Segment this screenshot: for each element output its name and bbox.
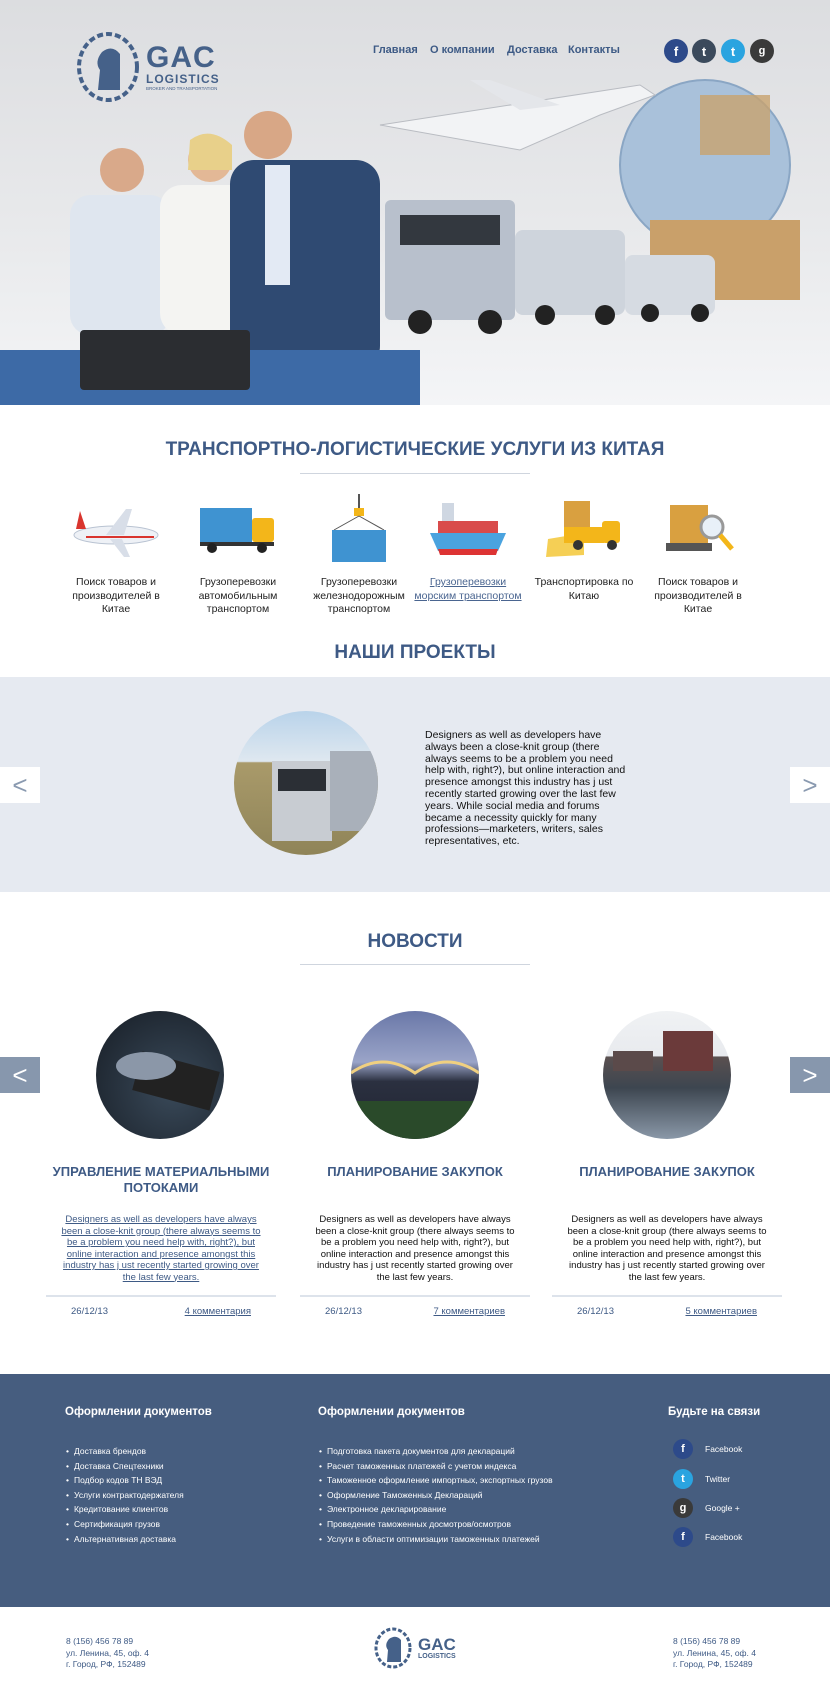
news-item-text: Designers as well as developers have alw… bbox=[315, 1214, 515, 1283]
service-item[interactable]: Грузоперевозки морским транспортом bbox=[409, 498, 527, 603]
projects-title: НАШИ ПРОЕКТЫ bbox=[334, 642, 496, 663]
box-search-icon bbox=[639, 498, 757, 560]
hero-illustration bbox=[0, 79, 800, 405]
service-item[interactable]: Грузоперевозки железнодорожным транспорт… bbox=[300, 494, 418, 617]
contact-info-left: 8 (156) 456 78 89 ул. Ленина, 45, оф. 4 … bbox=[66, 1636, 149, 1669]
footer-link[interactable]: Подбор кодов ТН ВЭД bbox=[66, 1473, 184, 1488]
footer: Оформлении документов Доставка брендов Д… bbox=[0, 1374, 830, 1607]
twitter-icon[interactable]: t bbox=[721, 39, 745, 63]
footer-link[interactable]: Услуги в области оптимизации таможенных … bbox=[319, 1532, 553, 1547]
nav-contacts[interactable]: Контакты bbox=[568, 44, 620, 56]
airplane-icon bbox=[57, 498, 175, 560]
footer-link[interactable]: Проведение таможенных досмотров/осмотров bbox=[319, 1517, 553, 1532]
nav-home[interactable]: Главная bbox=[373, 44, 418, 56]
footer-col2-title: Оформлении документов bbox=[318, 1406, 465, 1418]
map-truck-icon bbox=[525, 498, 643, 560]
facebook-icon: f bbox=[673, 1439, 693, 1459]
footer-link[interactable]: Услуги контрактодержателя bbox=[66, 1488, 184, 1503]
news-image bbox=[351, 1011, 479, 1139]
footer-link[interactable]: Расчет таможенных платежей с учетом инде… bbox=[319, 1459, 553, 1474]
news-comments-link[interactable]: 4 комментария bbox=[184, 1306, 251, 1317]
truck-icon bbox=[179, 498, 297, 560]
footer-col1-list: Доставка брендов Доставка Спецтехники По… bbox=[66, 1444, 184, 1546]
news-date: 26/12/13 bbox=[577, 1306, 614, 1317]
hero-banner: GAC LOGISTICS BROKER AND TRANSPORTATION … bbox=[0, 0, 830, 405]
project-image bbox=[234, 711, 378, 855]
news-image bbox=[96, 1011, 224, 1139]
project-description: Designers as well as developers have alw… bbox=[425, 729, 626, 848]
news-item: УПРАВЛЕНИЕ МАТЕРИАЛЬНЫМИ ПОТОКАМИ Design… bbox=[46, 1164, 276, 1318]
divider bbox=[300, 473, 530, 474]
news-image bbox=[603, 1011, 731, 1139]
news-date: 26/12/13 bbox=[325, 1306, 362, 1317]
footer-link[interactable]: Электронное декларирование bbox=[319, 1502, 553, 1517]
news-next-button[interactable]: > bbox=[790, 1057, 830, 1093]
footer-col1-title: Оформлении документов bbox=[65, 1406, 212, 1418]
footer-link[interactable]: Сертификация грузов bbox=[66, 1517, 184, 1532]
news-item-title[interactable]: ПЛАНИРОВАНИЕ ЗАКУПОК bbox=[327, 1164, 503, 1179]
news-item: ПЛАНИРОВАНИЕ ЗАКУПОК Designers as well a… bbox=[552, 1164, 782, 1318]
footer-link[interactable]: Таможенное оформление импортных, экспорт… bbox=[319, 1473, 553, 1488]
facebook-icon[interactable]: f bbox=[664, 39, 688, 63]
footer-link[interactable]: Доставка Спецтехники bbox=[66, 1459, 184, 1474]
nav-about[interactable]: О компании bbox=[430, 44, 495, 56]
contact-info-right: 8 (156) 456 78 89 ул. Ленина, 45, оф. 4 … bbox=[673, 1636, 756, 1669]
google-plus-icon: g bbox=[673, 1498, 693, 1518]
service-item[interactable]: Поиск товаров и производителей в Китае bbox=[639, 498, 757, 617]
logo-name: GAC bbox=[146, 40, 216, 74]
logo-tagline: BROKER AND TRANSPORTATION bbox=[146, 85, 218, 91]
footer-link[interactable]: Доставка брендов bbox=[66, 1444, 184, 1459]
footer-logo[interactable]: GAC LOGISTICS bbox=[374, 1627, 456, 1669]
container-crane-icon bbox=[300, 494, 418, 562]
footer-link[interactable]: Подготовка пакета документов для деклара… bbox=[319, 1444, 553, 1459]
horse-logo-icon bbox=[374, 1627, 412, 1669]
horse-logo-icon bbox=[77, 32, 139, 102]
services-title: ТРАНСПОРТНО-ЛОГИСТИЧЕСКИЕ УСЛУГИ ИЗ КИТА… bbox=[165, 439, 665, 460]
footer-link[interactable]: Кредитование клиентов bbox=[66, 1502, 184, 1517]
footer-social-title: Будьте на связи bbox=[668, 1406, 761, 1418]
news-title: НОВОСТИ bbox=[367, 931, 463, 952]
google-plus-icon[interactable]: g bbox=[750, 39, 774, 63]
nav-delivery[interactable]: Доставка bbox=[507, 44, 558, 56]
service-item[interactable]: Поиск товаров и производителей в Китае bbox=[57, 498, 175, 617]
logo-sub: LOGISTICS bbox=[146, 71, 220, 86]
news-comments-link[interactable]: 5 комментариев bbox=[685, 1306, 757, 1317]
news-item-text[interactable]: Designers as well as developers have alw… bbox=[61, 1214, 261, 1283]
news-prev-button[interactable]: < bbox=[0, 1057, 40, 1093]
projects-next-button[interactable]: > bbox=[790, 767, 830, 803]
projects-slider: < > bbox=[0, 677, 830, 892]
news-item-title[interactable]: ПЛАНИРОВАНИЕ ЗАКУПОК bbox=[579, 1164, 755, 1179]
projects-prev-button[interactable]: < bbox=[0, 767, 40, 803]
news-item-text: Designers as well as developers have alw… bbox=[567, 1214, 767, 1283]
facebook-icon: f bbox=[673, 1527, 693, 1547]
divider bbox=[300, 964, 530, 965]
news-item: ПЛАНИРОВАНИЕ ЗАКУПОК Designers as well a… bbox=[300, 1164, 530, 1318]
service-item[interactable]: Грузоперевозки автомобильным транспортом bbox=[179, 498, 297, 617]
footer-link[interactable]: Альтернативная доставка bbox=[66, 1532, 184, 1547]
ship-icon bbox=[409, 498, 527, 560]
twitter-icon: t bbox=[673, 1469, 693, 1489]
site-logo[interactable]: GAC LOGISTICS BROKER AND TRANSPORTATION bbox=[76, 32, 220, 102]
news-date: 26/12/13 bbox=[71, 1306, 108, 1317]
service-item[interactable]: Транспортировка по Китаю bbox=[525, 498, 643, 603]
news-item-title[interactable]: УПРАВЛЕНИЕ МАТЕРИАЛЬНЫМИ ПОТОКАМИ bbox=[52, 1164, 270, 1195]
tumblr-icon[interactable]: t bbox=[692, 39, 716, 63]
news-comments-link[interactable]: 7 комментариев bbox=[433, 1306, 505, 1317]
footer-link[interactable]: Оформление Таможенных Деклараций bbox=[319, 1488, 553, 1503]
footer-col2-list: Подготовка пакета документов для деклара… bbox=[319, 1444, 553, 1546]
